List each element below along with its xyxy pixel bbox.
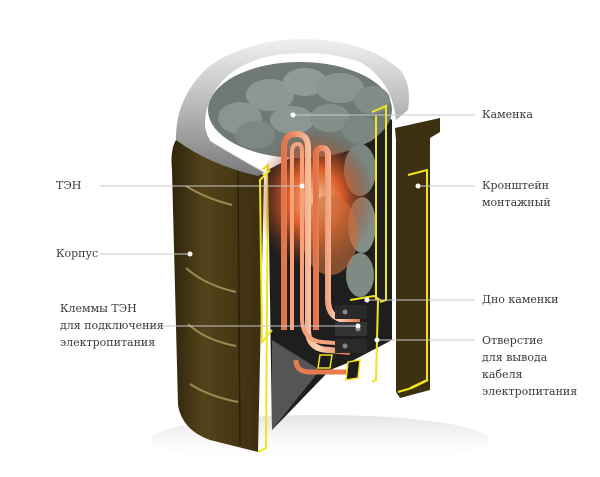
legs: [317, 354, 361, 381]
label-kamenka: Каменка: [482, 108, 533, 121]
callout-dots: [187, 112, 421, 343]
heater-body: [171, 140, 270, 453]
terminals: [335, 305, 367, 353]
label-klemmy: Клеммы ТЭН для подключения электропитани…: [60, 302, 164, 349]
label-ten: ТЭН: [56, 179, 82, 192]
heating-element-tubes: [281, 130, 360, 375]
section-outlines: [258, 104, 387, 383]
top-rim: [175, 39, 409, 177]
label-dno: Дно каменки: [482, 293, 559, 306]
label-kronshtein: Кронштейн монтажный: [482, 179, 551, 209]
mounting-bracket: [395, 118, 440, 398]
label-otverstie: Отверстие для вывода кабеля электропитан…: [482, 334, 578, 398]
callout-lines: [100, 114, 475, 341]
label-korpus: Корпус: [56, 247, 99, 260]
